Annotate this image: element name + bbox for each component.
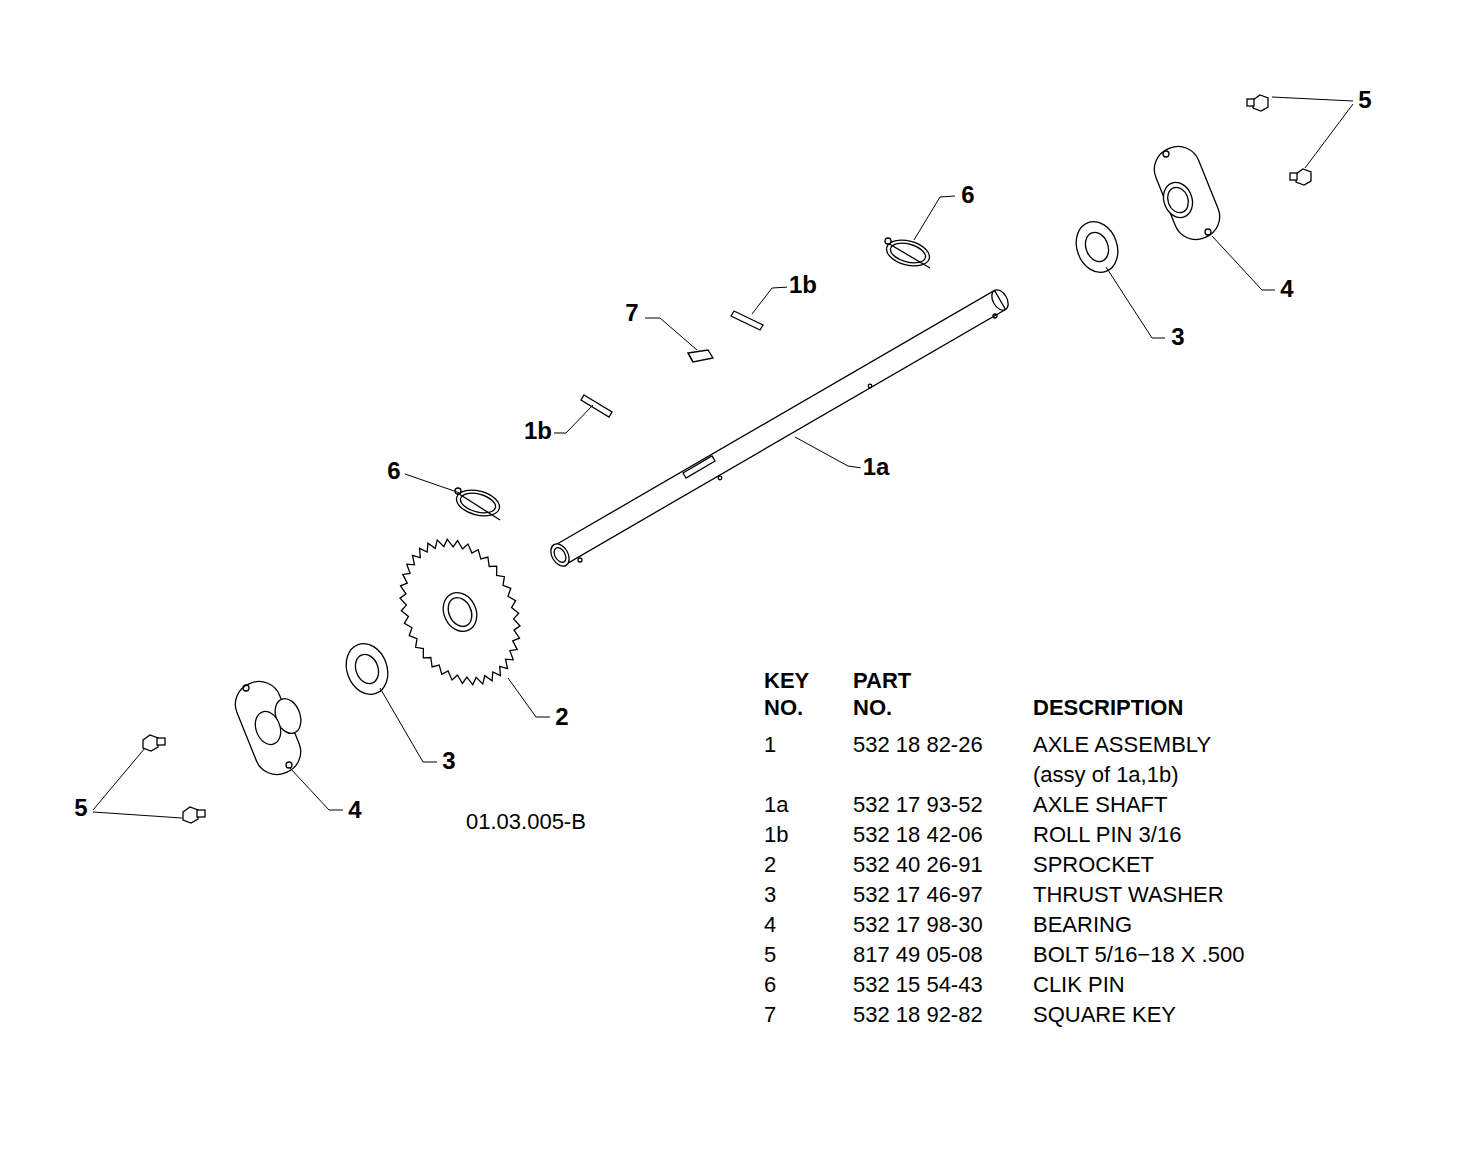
shaft-end [547, 541, 573, 570]
table-cell: THRUST WASHER [1033, 882, 1224, 908]
table-cell: SPROCKET [1033, 852, 1154, 878]
table-cell: BEARING [1033, 912, 1132, 938]
table-cell: 532 18 42-06 [853, 822, 983, 848]
key-edge [688, 353, 693, 362]
callout-number: 1a [861, 453, 892, 481]
shaft-end [988, 287, 1011, 313]
sprocket-hub [437, 587, 483, 637]
callout-number: 1b [522, 417, 554, 445]
table-cell: 532 17 46-97 [853, 882, 983, 908]
table-cell: 4 [764, 912, 776, 938]
callout-number: 1b [787, 271, 819, 299]
table-cell: AXLE ASSEMBLY (assy of 1a,1b) [1033, 730, 1258, 790]
table-cell: 532 17 98-30 [853, 912, 983, 938]
bearing [1148, 140, 1227, 246]
callout-number: 3 [1169, 323, 1186, 351]
callout-number: 4 [1278, 275, 1295, 303]
sprocket [400, 539, 520, 685]
callout-number: 4 [346, 796, 363, 824]
table-cell: ROLL PIN 3/16 [1033, 822, 1181, 848]
callout-number: 7 [623, 299, 640, 327]
leader-lines [93, 97, 1353, 818]
table-cell: 6 [764, 972, 776, 998]
table-header: KEY NO. [764, 667, 809, 721]
table-cell: 532 17 93-52 [853, 792, 983, 818]
pin-hole [578, 558, 582, 562]
table-cell: 7 [764, 1002, 776, 1028]
keyway-slot [683, 456, 715, 478]
shaft-bore [552, 546, 569, 565]
table-header: PART NO. [853, 667, 911, 721]
table-cell: 817 49 05-08 [853, 942, 983, 968]
sprocket-bore [444, 594, 477, 630]
table-cell: SQUARE KEY [1033, 1002, 1176, 1028]
table-cell: 1 [764, 732, 776, 758]
table-cell: 1a [764, 792, 788, 818]
thrust-washer [1069, 216, 1124, 279]
table-cell: CLIK PIN [1033, 972, 1125, 998]
pin-hole [993, 314, 997, 318]
table-cell: 5 [764, 942, 776, 968]
washer-hole [1082, 229, 1113, 265]
washer-hole [352, 651, 383, 687]
table-cell: 3 [764, 882, 776, 908]
square-key [688, 350, 713, 362]
callout-number: 6 [385, 457, 402, 485]
bearing [229, 675, 308, 781]
table-cell: 2 [764, 852, 776, 878]
axle-shaft [555, 291, 1006, 565]
clik-pin [454, 236, 933, 521]
table-header: DESCRIPTION [1033, 694, 1183, 721]
table-cell: AXLE SHAFT [1033, 792, 1167, 818]
callout-number: 5 [1356, 86, 1373, 114]
table-cell: 532 18 82-26 [853, 732, 983, 758]
pin-hole [718, 476, 722, 480]
thrust-washer [339, 638, 394, 701]
callout-number: 6 [959, 181, 976, 209]
callout-number: 2 [553, 703, 570, 731]
table-cell: 532 40 26-91 [853, 852, 983, 878]
pin-hole [868, 384, 872, 388]
drawing-number: 01.03.005-B [466, 809, 586, 835]
bolt [143, 95, 1311, 823]
callout-number: 5 [72, 794, 89, 822]
callout-number: 3 [440, 747, 457, 775]
table-cell: 1b [764, 822, 788, 848]
table-cell: 532 18 92-82 [853, 1002, 983, 1028]
table-cell: BOLT 5/16−18 X .500 [1033, 942, 1244, 968]
table-cell: 532 15 54-43 [853, 972, 983, 998]
roll-pin [581, 311, 763, 417]
